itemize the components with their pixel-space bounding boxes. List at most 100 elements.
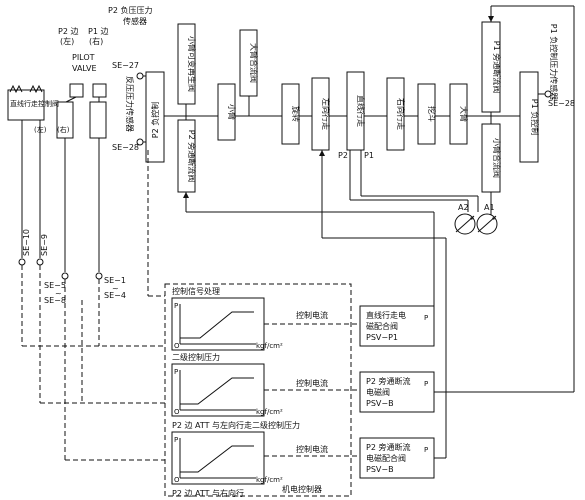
svg-text:O: O bbox=[174, 408, 180, 416]
svg-text:P1 旁通断流阀: P1 旁通断流阀 bbox=[492, 41, 502, 93]
left-travel-valve bbox=[311, 77, 330, 151]
svg-text:P: P bbox=[174, 302, 178, 310]
pilot-valve-right bbox=[92, 83, 107, 98]
svg-text:SE−27: SE−27 bbox=[112, 61, 139, 70]
svg-text:SE−8: SE−8 bbox=[44, 296, 66, 305]
psv-b-solenoid-1 bbox=[359, 371, 435, 413]
svg-text:P2 边 ATT 与左向行走二级控制压力: P2 边 ATT 与左向行走二级控制压力 bbox=[172, 420, 300, 430]
svg-text:kgf/cm²: kgf/cm² bbox=[256, 342, 283, 350]
svg-text:P: P bbox=[174, 436, 178, 444]
svg-text:(右): (右) bbox=[89, 36, 103, 46]
p2-neg-control-valve bbox=[145, 71, 165, 163]
svg-text:SE−5: SE−5 bbox=[44, 281, 66, 290]
psv-b-solenoid-2 bbox=[359, 437, 435, 479]
svg-text:二级控制压力: 二级控制压力 bbox=[172, 352, 220, 362]
svg-text:VALVE: VALVE bbox=[72, 64, 97, 73]
reverse-pressure-sensor-label: 反压压力传感器 bbox=[125, 76, 135, 132]
pilot-valve-left bbox=[69, 83, 84, 98]
svg-text:传感器: 传感器 bbox=[123, 16, 147, 26]
svg-text:SE−1: SE−1 bbox=[104, 276, 126, 285]
svg-text:控制电流: 控制电流 bbox=[296, 310, 328, 320]
svg-text:大臂: 大臂 bbox=[459, 106, 469, 122]
svg-text:A2: A2 bbox=[458, 203, 469, 212]
svg-text:O: O bbox=[174, 476, 180, 484]
right-travel-valve bbox=[386, 77, 405, 151]
straight-travel-control-valve bbox=[7, 89, 45, 121]
se28-left-sensor bbox=[136, 138, 144, 146]
p2-neg-label: P2 负控制 bbox=[150, 102, 160, 138]
svg-text:电磁阀: 电磁阀 bbox=[366, 387, 390, 397]
svg-text:P2 旁通断流: P2 旁通断流 bbox=[366, 376, 410, 386]
svg-text:P1: P1 bbox=[364, 151, 374, 160]
se27-sensor bbox=[136, 72, 144, 80]
se5-sensor bbox=[61, 272, 69, 280]
svg-text:P: P bbox=[424, 380, 428, 388]
svg-text:P2 边: P2 边 bbox=[58, 26, 78, 36]
svg-text:直线行走: 直线行走 bbox=[356, 95, 366, 127]
svg-text:P2 负压压力: P2 负压压力 bbox=[108, 5, 152, 15]
svg-text:小臂可变再生阀: 小臂可变再生阀 bbox=[187, 36, 197, 92]
svg-text:小臂: 小臂 bbox=[227, 104, 237, 120]
controller-title: 控制信号处理 bbox=[172, 286, 220, 296]
svg-text:kgf/cm²: kgf/cm² bbox=[256, 408, 283, 416]
se28-right-sensor bbox=[544, 90, 552, 98]
svg-text:P1 负控制: P1 负控制 bbox=[530, 99, 540, 135]
control-graph-3 bbox=[171, 431, 265, 485]
p1-neg-sensor-label: P1 负控制压力传感器 bbox=[549, 24, 559, 100]
psv-p1-solenoid bbox=[359, 305, 435, 347]
straight-travel-valve bbox=[346, 71, 365, 151]
svg-text:大臂合流阀: 大臂合流阀 bbox=[249, 43, 259, 83]
svg-text:(右): (右) bbox=[57, 125, 70, 134]
svg-text:SE−9: SE−9 bbox=[40, 234, 49, 256]
pilot-block-right bbox=[89, 101, 107, 139]
ecu-label: 机电控制器 bbox=[282, 484, 322, 494]
svg-text:P2 旁通断流阀: P2 旁通断流阀 bbox=[187, 130, 197, 182]
svg-text:挖斗: 挖斗 bbox=[427, 106, 437, 122]
svg-text:O: O bbox=[174, 342, 180, 350]
boom-valve bbox=[449, 83, 468, 145]
svg-text:P1 边: P1 边 bbox=[88, 26, 108, 36]
svg-text:控制电流: 控制电流 bbox=[296, 378, 328, 388]
svg-text:P2: P2 bbox=[338, 151, 348, 160]
svg-text:A1: A1 bbox=[484, 203, 495, 212]
svg-text:右向行走: 右向行走 bbox=[396, 98, 406, 130]
svg-text:PSV−P1: PSV−P1 bbox=[366, 333, 398, 342]
svg-text:小臂合流阀: 小臂合流阀 bbox=[492, 138, 502, 178]
svg-text:P: P bbox=[424, 314, 428, 322]
svg-text:P: P bbox=[424, 446, 428, 454]
p1-neg-control-valve bbox=[519, 71, 539, 163]
svg-text:磁配合阀: 磁配合阀 bbox=[366, 321, 398, 331]
curve-3 bbox=[180, 445, 254, 473]
bucket-valve bbox=[417, 83, 436, 145]
svg-text:旋转: 旋转 bbox=[291, 106, 301, 122]
svg-text:PSV−B: PSV−B bbox=[366, 465, 394, 474]
svg-text:PILOT: PILOT bbox=[72, 53, 95, 62]
svg-text:SE−28: SE−28 bbox=[112, 143, 139, 152]
svg-text:SE−4: SE−4 bbox=[104, 291, 126, 300]
control-graph-2 bbox=[171, 363, 265, 417]
svg-text:~: ~ bbox=[112, 284, 119, 293]
curve-2 bbox=[180, 377, 254, 405]
svg-text:(左): (左) bbox=[60, 36, 74, 46]
svg-text:P2 边 ATT 与右向行: P2 边 ATT 与右向行 bbox=[172, 488, 244, 498]
svg-text:kgf/cm²: kgf/cm² bbox=[256, 476, 283, 484]
svg-text:控制电流: 控制电流 bbox=[296, 444, 328, 454]
svg-text:PSV−B: PSV−B bbox=[366, 399, 394, 408]
se1-sensor bbox=[95, 272, 103, 280]
se9-sensor bbox=[36, 258, 44, 266]
svg-text:直线行走控制阀: 直线行走控制阀 bbox=[10, 99, 59, 108]
svg-text:P2 旁通断流: P2 旁通断流 bbox=[366, 442, 410, 452]
svg-text:SE−10: SE−10 bbox=[22, 229, 31, 256]
svg-text:~: ~ bbox=[55, 289, 62, 298]
svg-text:P: P bbox=[174, 368, 178, 376]
swing-valve bbox=[281, 83, 300, 145]
small-arm-valve bbox=[217, 83, 236, 141]
se10-sensor bbox=[18, 258, 26, 266]
curve-1 bbox=[180, 311, 254, 339]
svg-text:左向行走: 左向行走 bbox=[321, 98, 331, 130]
svg-text:电磁配合阀: 电磁配合阀 bbox=[366, 453, 406, 463]
svg-text:SE−28: SE−28 bbox=[548, 99, 575, 108]
svg-text:直线行走电: 直线行走电 bbox=[366, 310, 406, 320]
